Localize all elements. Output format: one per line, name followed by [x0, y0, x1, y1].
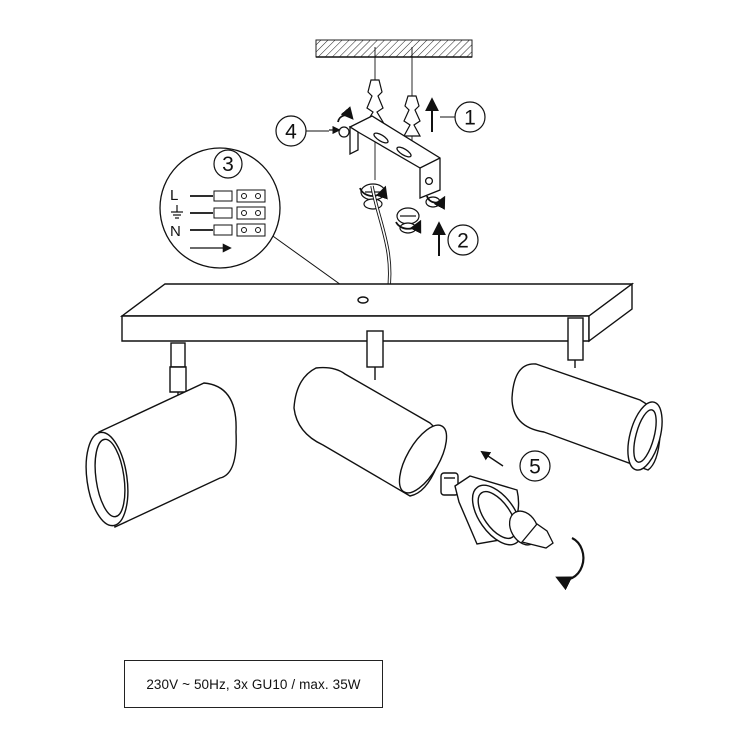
- svg-text:N: N: [170, 223, 181, 240]
- retaining-ring: [508, 510, 554, 549]
- step-label-5: 5: [519, 450, 551, 482]
- spotlight-center: [293, 330, 448, 497]
- svg-text:2: 2: [457, 230, 469, 253]
- spec-box: 230V ~ 50Hz, 3x GU10 / max. 35W: [124, 660, 383, 708]
- ceiling-bar: [119, 282, 635, 343]
- direction-arrow-icon: [425, 97, 446, 256]
- wiring-detail: 3 L N: [159, 147, 363, 301]
- step4-screw: [329, 125, 350, 138]
- step-label-4: 4: [275, 115, 329, 147]
- spotlight-left: [85, 342, 237, 529]
- wall-dowels: [365, 47, 422, 180]
- terminal-block: [190, 189, 266, 237]
- spotlight-right: [511, 317, 663, 471]
- ceiling: [315, 39, 473, 58]
- rotate-arrow-icon: [555, 537, 585, 591]
- power-cable: [370, 185, 392, 297]
- step-label-1: 1: [440, 101, 486, 133]
- svg-text:4: 4: [285, 121, 297, 144]
- spec-label: 230V ~ 50Hz, 3x GU10 / max. 35W: [146, 676, 361, 692]
- svg-text:5: 5: [529, 456, 541, 479]
- gu10-bulb: [440, 472, 523, 546]
- earth-ground-icon: [171, 205, 183, 219]
- svg-text:1: 1: [464, 107, 476, 130]
- mounting-bracket: [348, 115, 441, 199]
- svg-text:3: 3: [222, 153, 234, 176]
- step-label-3: 3: [213, 149, 243, 179]
- step-label-2: 2: [447, 224, 479, 256]
- bulb-direction-arrow: [480, 450, 504, 467]
- svg-text:L: L: [170, 187, 178, 204]
